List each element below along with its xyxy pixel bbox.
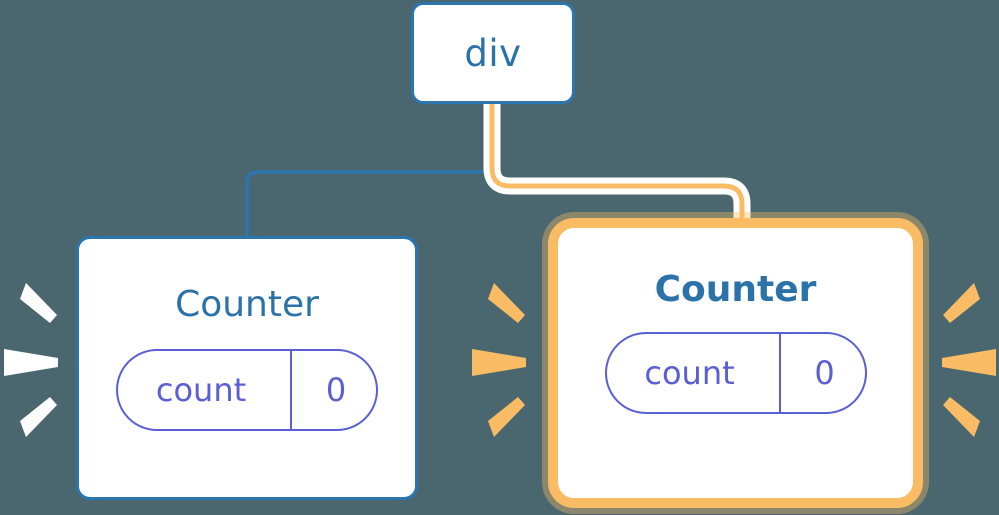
node-div-label: div <box>464 31 522 75</box>
state-key-label: count <box>644 354 735 392</box>
edge-div-to-counter-right <box>489 104 745 252</box>
state-pill-left: count 0 <box>116 349 378 431</box>
state-value-label: 0 <box>778 334 869 412</box>
node-counter-left-label: Counter <box>175 284 319 325</box>
state-pill-right: count 0 <box>604 332 869 414</box>
node-counter-right[interactable]: Counter count 0 <box>548 218 923 508</box>
state-key-label: count <box>155 371 247 409</box>
node-div[interactable]: div <box>411 2 575 104</box>
state-value-label: 0 <box>290 351 380 429</box>
node-counter-right-label: Counter <box>654 269 817 310</box>
edge-div-to-counter-left <box>245 102 494 240</box>
node-counter-left[interactable]: Counter count 0 <box>76 236 418 500</box>
